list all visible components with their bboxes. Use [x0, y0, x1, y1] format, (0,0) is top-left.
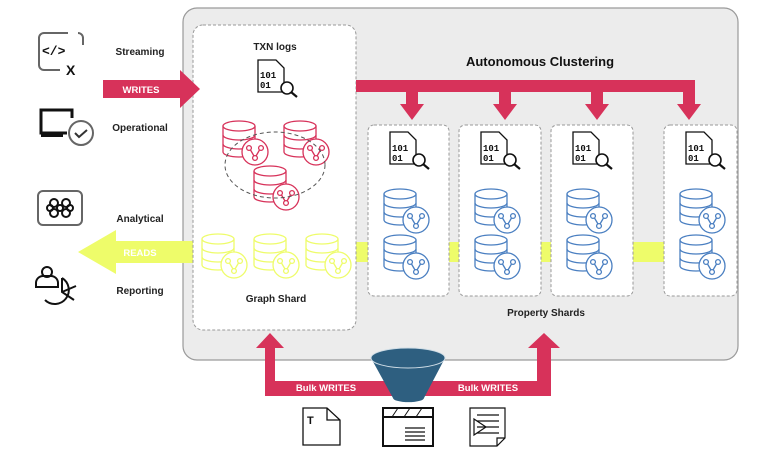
cluster-ellipse	[224, 131, 326, 199]
cluster-title: Autonomous Clustering	[466, 54, 614, 69]
property-shards-label: Property Shards	[507, 308, 585, 319]
graph-shard-label: Graph Shard	[246, 294, 307, 305]
reads-arrow: READS	[78, 230, 196, 274]
txn-text: 101	[688, 144, 705, 154]
txn-text: 01	[688, 154, 699, 164]
txn-text: 101	[392, 144, 409, 154]
flower-icon	[37, 190, 83, 226]
workload-label-analytical: Analytical	[116, 214, 163, 225]
replication-arrow	[356, 80, 701, 120]
funnel-icon	[370, 347, 446, 403]
writes-arrow: WRITES	[103, 70, 200, 108]
txn-text: 101	[575, 144, 592, 154]
txn-text: 01	[575, 154, 586, 164]
txn-text: 01	[260, 81, 271, 91]
txn-logs-label: TXN logs	[253, 42, 297, 53]
svg-text:READS: READS	[123, 248, 156, 259]
svg-text:WRITES: WRITES	[123, 85, 160, 96]
user-chart-icon	[35, 266, 77, 305]
txn-text: 01	[483, 154, 494, 164]
clapperboard-icon	[382, 407, 434, 447]
bulk-writes-left-label: Bulk WRITES	[296, 383, 356, 394]
monitor-check-icon	[39, 108, 94, 146]
x-letter: X	[66, 62, 76, 78]
txn-text: 101	[483, 144, 500, 154]
streaming-icon: </> X	[38, 32, 84, 78]
document-icon	[469, 407, 506, 447]
workload-label-reporting: Reporting	[116, 286, 163, 297]
workload-label-streaming: Streaming	[116, 47, 165, 58]
bulk-writes-right-label: Bulk WRITES	[458, 383, 518, 394]
workload-label-operational: Operational	[112, 123, 168, 134]
svg-text:</>: </>	[42, 44, 66, 59]
txn-text: 01	[392, 154, 403, 164]
text-document-icon: T	[302, 407, 341, 446]
t-letter: T	[307, 415, 314, 427]
txn-text: 101	[260, 71, 277, 81]
